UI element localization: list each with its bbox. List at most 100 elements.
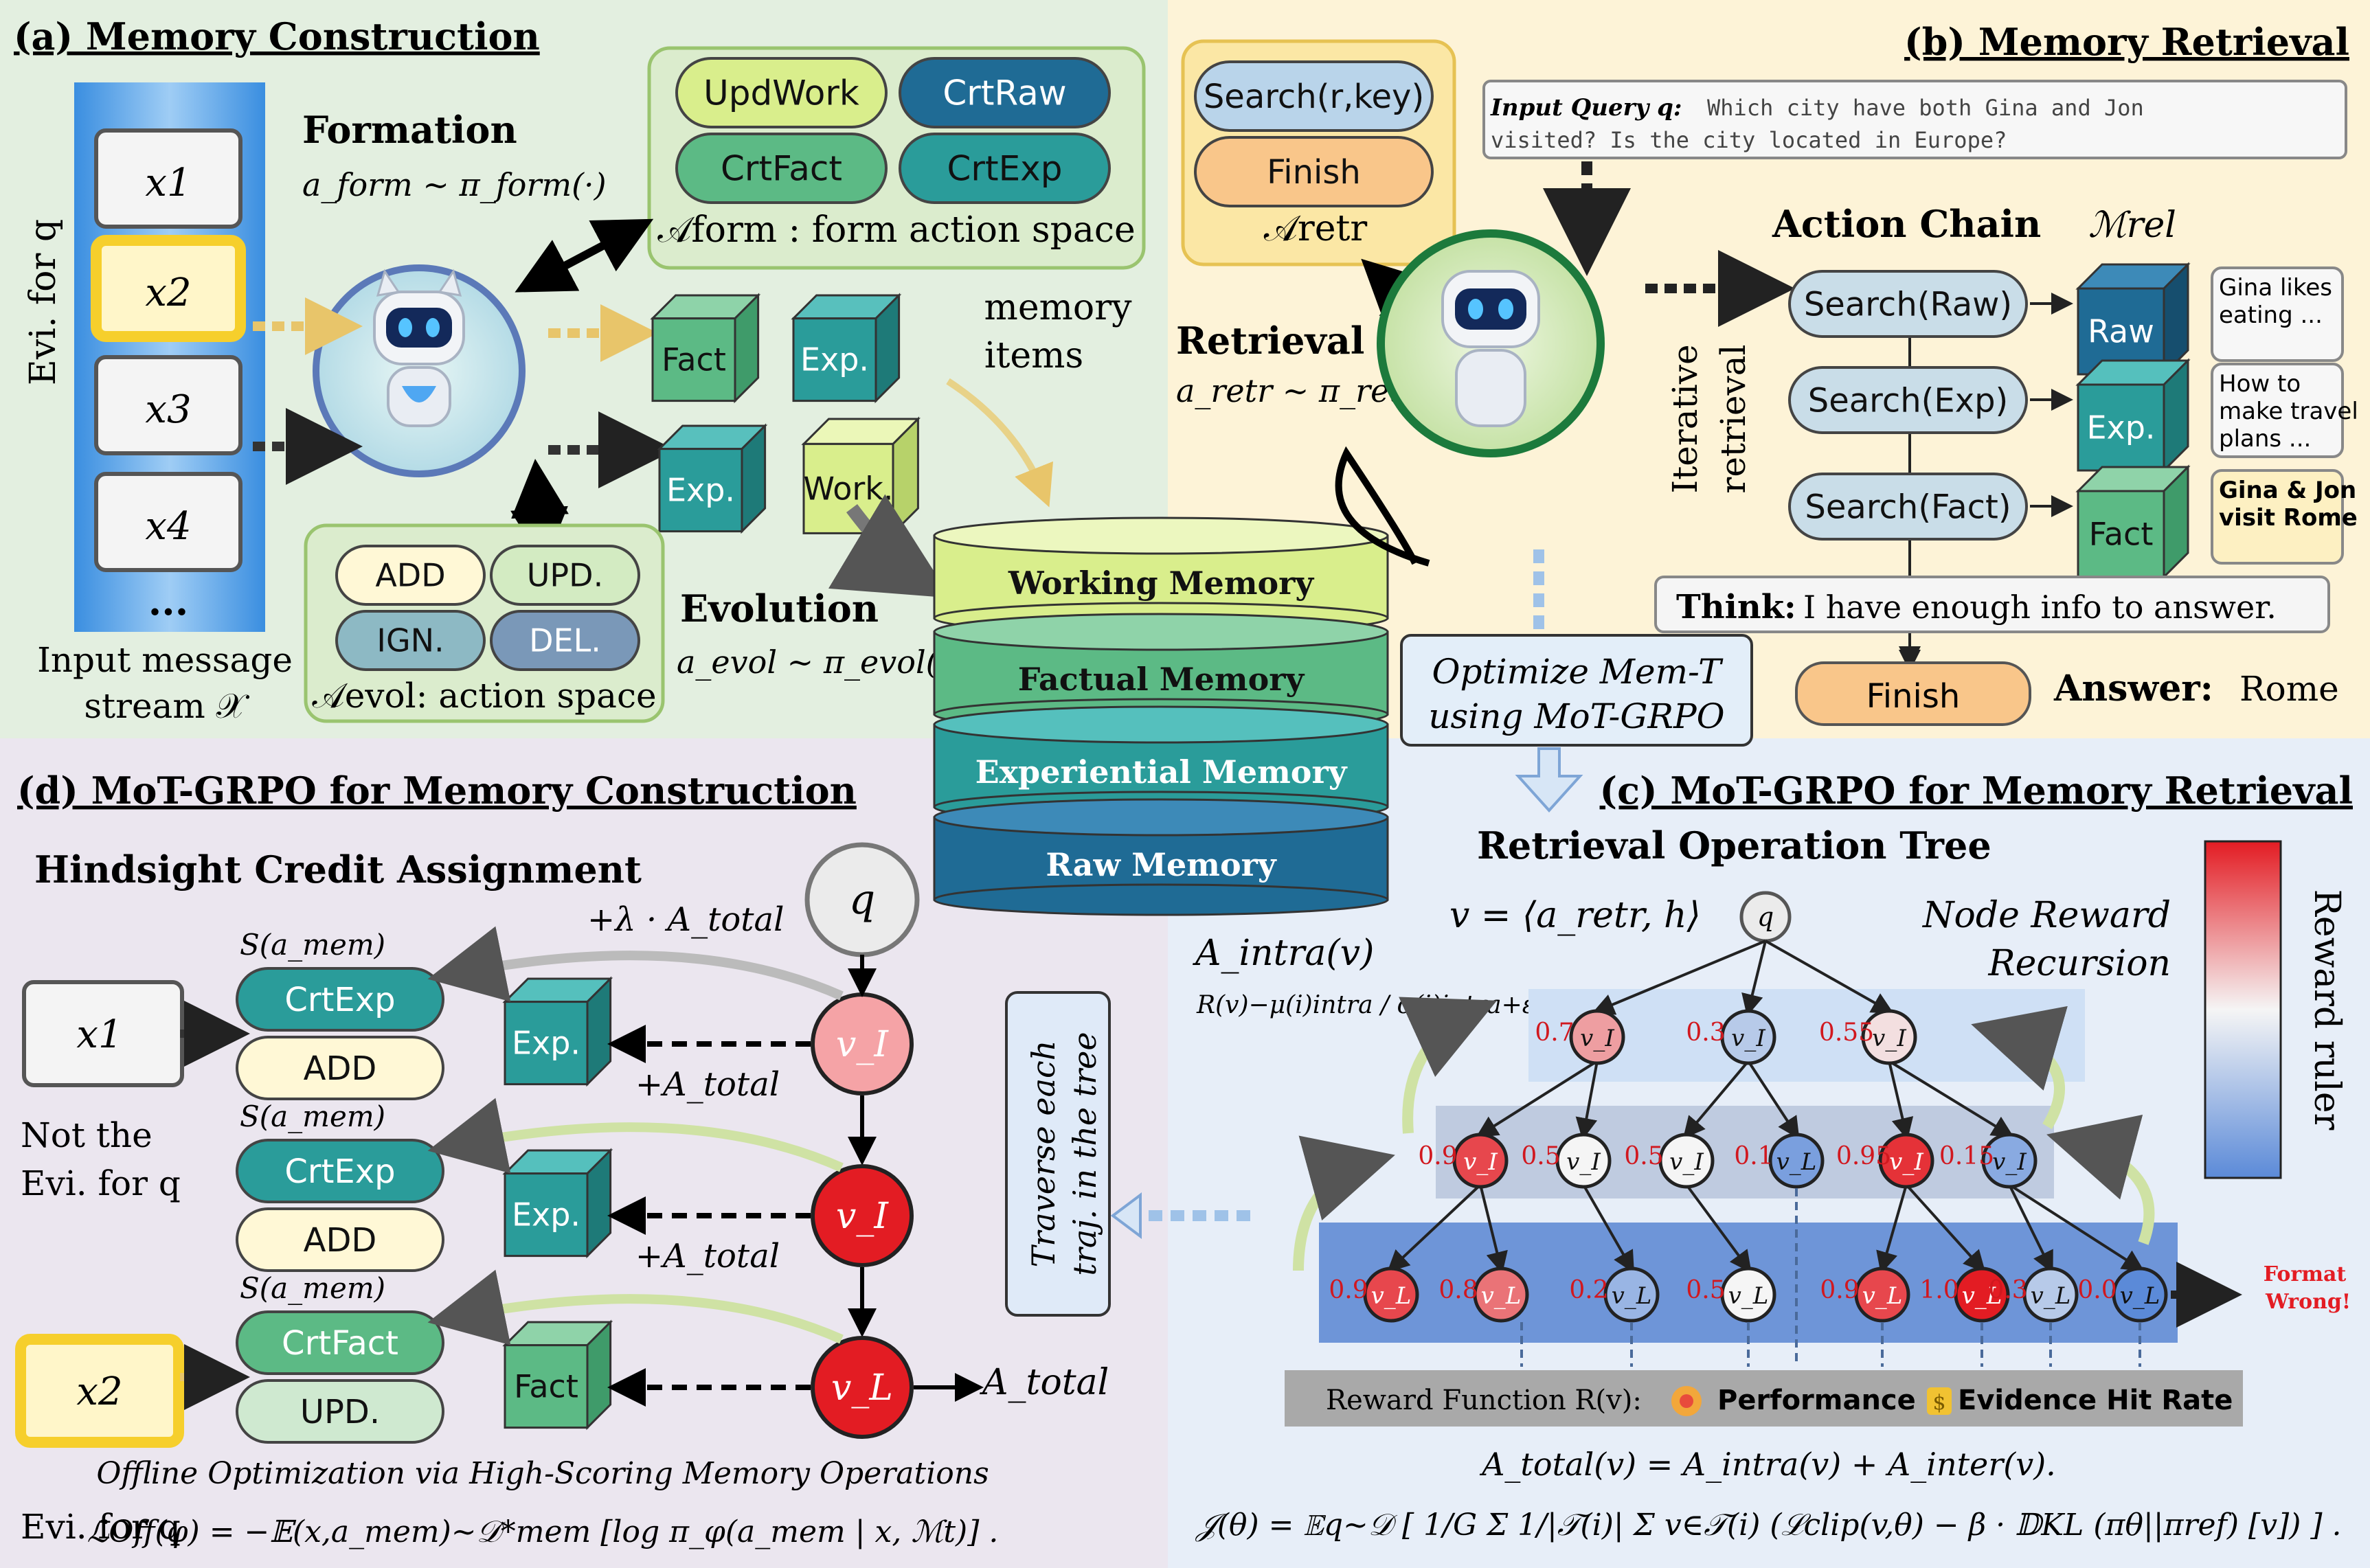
stream-item-3-label: x3 <box>145 387 191 432</box>
chain-result-3-line-1: Gina & Jon <box>2219 477 2356 504</box>
tree-l3-node-8-score: 0.0 <box>2077 1276 2117 1304</box>
tree-l3-node-5-label: v_L <box>1862 1282 1903 1310</box>
retr-action-finish <box>1194 136 1434 207</box>
row-3-node-label: v_L <box>831 1367 893 1409</box>
cube-fact-label: Fact <box>662 341 726 378</box>
a-intra-label: A_intra(v) <box>1193 933 1374 974</box>
memory-items-label-1: memory <box>984 287 1133 328</box>
tree-l2-node-6-score: 0.15 <box>1939 1142 1994 1170</box>
row-2-top-action-label: CrtExp <box>284 1152 395 1191</box>
evolution-formula: a_evol ~ π_evol(·) <box>677 644 960 681</box>
recursion-arrow-left-1 <box>1399 997 1498 1134</box>
svg-text:$: $ <box>1932 1391 1945 1415</box>
arrow-robot-form-space <box>515 218 654 293</box>
chain-result-1 <box>2211 266 2344 362</box>
tree-l3-node-3 <box>1603 1266 1660 1323</box>
row-1-cube: Exp. <box>502 976 613 1087</box>
tree-edge-root-1 <box>1592 940 1766 1015</box>
tree-l3-node-4-score: 0.5 <box>1686 1276 1725 1304</box>
recursion-arrow-left-2 <box>1293 1135 1395 1271</box>
tree-l3-node-2-label: v_L <box>1481 1282 1522 1310</box>
tree-l1-node-1-score: 0.7 <box>1535 1019 1574 1047</box>
m-rel-label: ℳrel <box>2088 205 2176 246</box>
reward-function-bar <box>1285 1370 2243 1427</box>
tree-edge-l3-1 <box>1387 1183 1482 1273</box>
action-chain-title: Action Chain <box>1772 202 2041 246</box>
tree-l3-node-6-label: v_L <box>1962 1282 2002 1310</box>
evol-action-4 <box>490 610 640 671</box>
form-action-2-label: CrtRaw <box>943 73 1066 113</box>
recursion-arrow-right-1 <box>1971 1005 2068 1130</box>
chain-result-2-line-2: make travel <box>2219 398 2358 425</box>
row-1-bottom-action <box>236 1036 444 1100</box>
row-1-node-label: v_I <box>836 1024 889 1065</box>
chain-result-1-line-1: Gina likes <box>2219 274 2332 302</box>
form-action-4 <box>899 133 1111 204</box>
tree-l3-node-4 <box>1720 1266 1776 1323</box>
cube-exp-bottom-label: Exp. <box>666 472 735 509</box>
think-box <box>1654 576 2330 633</box>
row-3-node <box>811 1336 914 1439</box>
chain-cube-2: Exp. <box>2075 358 2191 473</box>
evol-action-3-label: IGN. <box>376 622 444 659</box>
tree-l2-node-3-label: v_I <box>1669 1148 1704 1176</box>
chain-result-2-line-3: plans ... <box>2219 425 2311 453</box>
tree-edge-l3-8 <box>2008 1183 2145 1272</box>
arrow-work-to-stack <box>828 494 951 598</box>
v-def: v = ⟨a_retr, h⟩ <box>1449 895 1701 936</box>
tree-edge-l2-5 <box>1888 1060 1914 1140</box>
tree-l3-node-4-label: v_L <box>1728 1282 1769 1310</box>
traverse-text-2: traj. in the tree <box>1066 1032 1103 1275</box>
row-3-cube-label: Fact <box>514 1368 578 1405</box>
retr-action-finish-label: Finish <box>1267 153 1361 192</box>
row-3-bottom-action-label: UPD. <box>300 1393 380 1431</box>
query-text-1: Which city have both Gina and Jon <box>1707 95 2144 121</box>
tree-edge-l2-1 <box>1476 1060 1599 1138</box>
memory-layer-3: Experiential Memory <box>933 705 1389 823</box>
recursion-arrow-right-2 <box>2046 1114 2155 1245</box>
row-3-credit-arrow <box>427 1269 844 1345</box>
traverse-box <box>1005 991 1111 1317</box>
chain-action-2-label: Search(Exp) <box>1808 381 2009 420</box>
formation-title: Formation <box>302 108 517 152</box>
stream-item-2 <box>91 235 246 342</box>
chain-result-1-line-2: eating ... <box>2219 302 2323 329</box>
chain-cube-1: Raw <box>2075 262 2191 377</box>
tree-l1-node-2-score: 0.3 <box>1686 1019 1725 1047</box>
tree-l2-node-4-score: 0.1 <box>1734 1142 1773 1170</box>
chain-action-3-label: Search(Fact) <box>1805 488 2011 526</box>
retr-action-search <box>1194 60 1434 132</box>
evol-action-2 <box>490 545 640 606</box>
a-total-formula: A_total(v) = A_intra(v) + A_inter(v). <box>1479 1446 2056 1483</box>
tree-l2-node-6-label: v_I <box>1992 1148 2027 1176</box>
tree-l3-node-7-label: v_L <box>2031 1282 2071 1310</box>
think-text: I have enough info to answer. <box>1803 589 2277 626</box>
form-action-2 <box>899 57 1111 128</box>
arrow-items-to-stack <box>946 378 1053 508</box>
objective-formula: 𝒥(θ) = 𝔼q~𝒟 [ 1/G Σ 1/|𝒯(i)| Σ v∈𝒯(i) (ℒ… <box>1195 1508 2341 1543</box>
tree-l1-node-3-label: v_I <box>1872 1025 1906 1052</box>
memory-layer-3-label: Experiential Memory <box>975 753 1348 791</box>
row-1-credit-arrow <box>427 926 844 1002</box>
reward-function-label: Reward Function R(v): <box>1326 1385 1642 1416</box>
tree-l3-node-2-score: 0.8 <box>1438 1276 1478 1304</box>
row-2-cube-label: Exp. <box>512 1196 580 1234</box>
tree-l3-node-6-score: 1.0 <box>1919 1276 1959 1304</box>
row-1-note-2: Evi. for q <box>21 1163 181 1203</box>
answer-label: Answer: <box>2053 668 2213 709</box>
row-3-score-label: S(a_mem) <box>240 1271 385 1305</box>
memory-layer-1-label: Working Memory <box>1008 565 1315 602</box>
panel-b-title: (b) Memory Retrieval <box>1904 20 2349 64</box>
tree-l2-node-1-label: v_I <box>1463 1148 1498 1176</box>
chain-result-2 <box>2211 363 2344 458</box>
chain-result-3 <box>2211 469 2344 565</box>
tree-l3-node-8-label: v_L <box>2120 1282 2160 1310</box>
row-1-top-action-label: CrtExp <box>284 981 395 1019</box>
form-action-3-label: CrtFact <box>721 149 842 189</box>
stream-item-4-label: x4 <box>145 504 191 549</box>
offline-title: Offline Optimization via High-Scoring Me… <box>96 1456 989 1491</box>
row-1-bottom-action-label: ADD <box>304 1049 377 1088</box>
